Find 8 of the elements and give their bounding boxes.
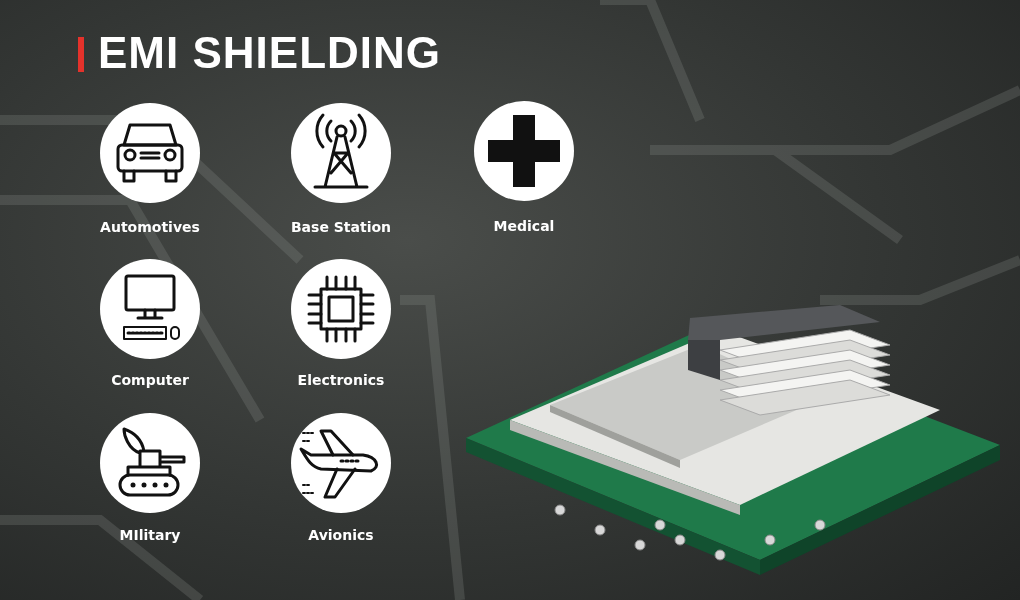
category-label: Computer xyxy=(110,372,190,388)
category-label: Avionics xyxy=(307,527,375,543)
category-label: Automotives xyxy=(99,219,201,235)
category-label: Base Station xyxy=(289,219,393,235)
title: EMI SHIELDING xyxy=(98,28,442,78)
category-label: Medical xyxy=(492,218,556,234)
category-label: MIlitary xyxy=(118,527,182,543)
category-label: Electronics xyxy=(296,372,386,388)
